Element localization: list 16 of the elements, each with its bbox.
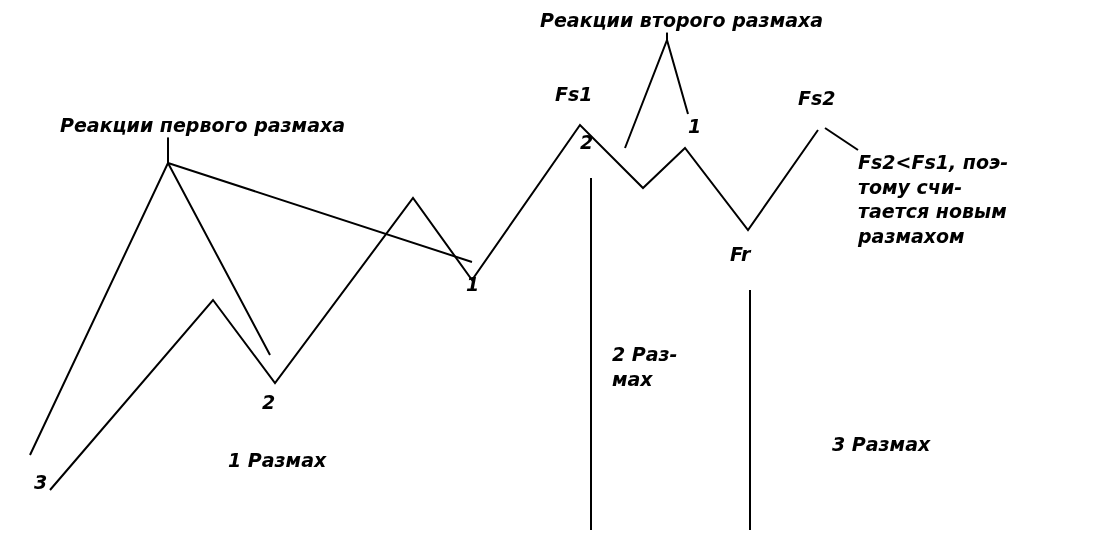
point-label: 3: [34, 470, 49, 495]
swing-label: 1 Размах: [228, 448, 328, 473]
callout-text: Fs2<Fs1, поэ- тому счи- тается новым размахом: [858, 150, 1023, 249]
leader-line: [824, 127, 859, 151]
leader-line: [666, 31, 689, 115]
point-label: Fr: [730, 242, 753, 267]
callout-text: Реакции первого размаха: [60, 113, 360, 138]
swing-label: 3 Размах: [832, 432, 932, 457]
swing-label: 2 Раз- мах: [612, 342, 679, 392]
point-label: Fs2: [798, 86, 837, 111]
point-label: 2: [262, 390, 277, 415]
point-label: Fs1: [555, 82, 594, 107]
leader-line: [167, 136, 473, 263]
point-label: 1: [688, 114, 704, 139]
point-label: 2: [580, 130, 595, 155]
callout-text: Реакции второго размаха: [540, 8, 960, 33]
